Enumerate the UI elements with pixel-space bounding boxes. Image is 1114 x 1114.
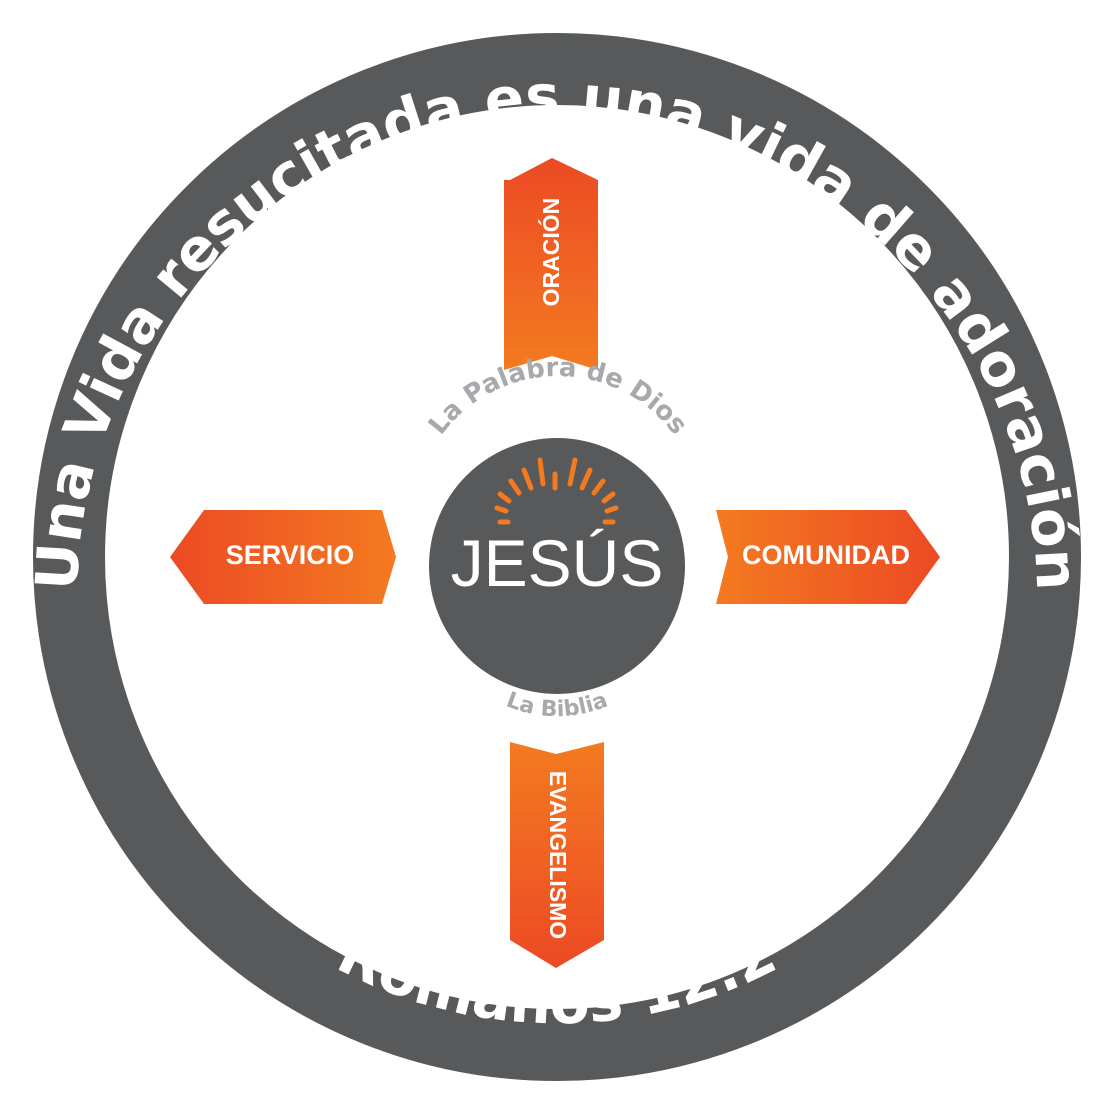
arm-left-ribbon (170, 510, 396, 604)
arm-top-label: ORACIÓN (537, 198, 564, 307)
outer-ring (33, 33, 1081, 1081)
arm-bottom-label: EVANGELISMO (545, 771, 571, 939)
arm-right-label: COMUNIDAD (742, 540, 910, 570)
arm-top-ribbon (504, 158, 598, 370)
arm-right-ribbon (716, 510, 940, 604)
center-arc-top-text: La Palabra de Dios (423, 353, 693, 440)
arm-left-label: SERVICIO (226, 540, 355, 570)
arm-bottom-ribbon (510, 742, 604, 968)
sunrise-icon (494, 457, 619, 525)
center-title: JESÚS (451, 526, 664, 600)
center-circle (429, 438, 685, 694)
